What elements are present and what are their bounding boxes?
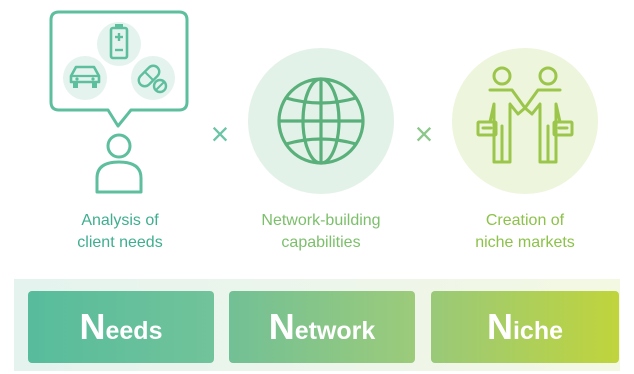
- multiply-operator: ×: [210, 116, 230, 152]
- caption-niche-line2: niche markets: [475, 234, 575, 251]
- pill-needs-rest: eeds: [105, 316, 163, 345]
- caption-network-line2: capabilities: [281, 234, 361, 251]
- niche-illustration: [452, 48, 598, 194]
- car-icon: [63, 56, 107, 100]
- pill-network-initial: N: [268, 306, 295, 347]
- pill-niche-rest: iche: [512, 316, 564, 345]
- pill-needs-initial: N: [79, 306, 106, 347]
- speech-bubble-icon: [49, 10, 189, 128]
- caption-needs-line2: client needs: [77, 234, 163, 251]
- network-illustration: [248, 48, 394, 194]
- globe-icon: [277, 77, 365, 165]
- client-needs-illustration: [49, 10, 189, 194]
- caption-network-line1: Network-building: [261, 212, 381, 229]
- battery-icon: [97, 22, 141, 66]
- pill-capsule-icon: [131, 56, 175, 100]
- multiply-operator: ×: [414, 116, 434, 152]
- pill-niche-initial: N: [486, 306, 513, 347]
- caption-niche: Creation of niche markets: [445, 210, 605, 254]
- caption-network: Network-building capabilities: [231, 210, 411, 254]
- handshake-people-icon: [476, 66, 574, 164]
- pill-network-rest: etwork: [294, 316, 376, 345]
- caption-needs: Analysis of client needs: [40, 210, 200, 254]
- caption-needs-line1: Analysis of: [81, 212, 159, 229]
- caption-niche-line1: Creation of: [485, 212, 565, 229]
- person-icon: [95, 133, 143, 194]
